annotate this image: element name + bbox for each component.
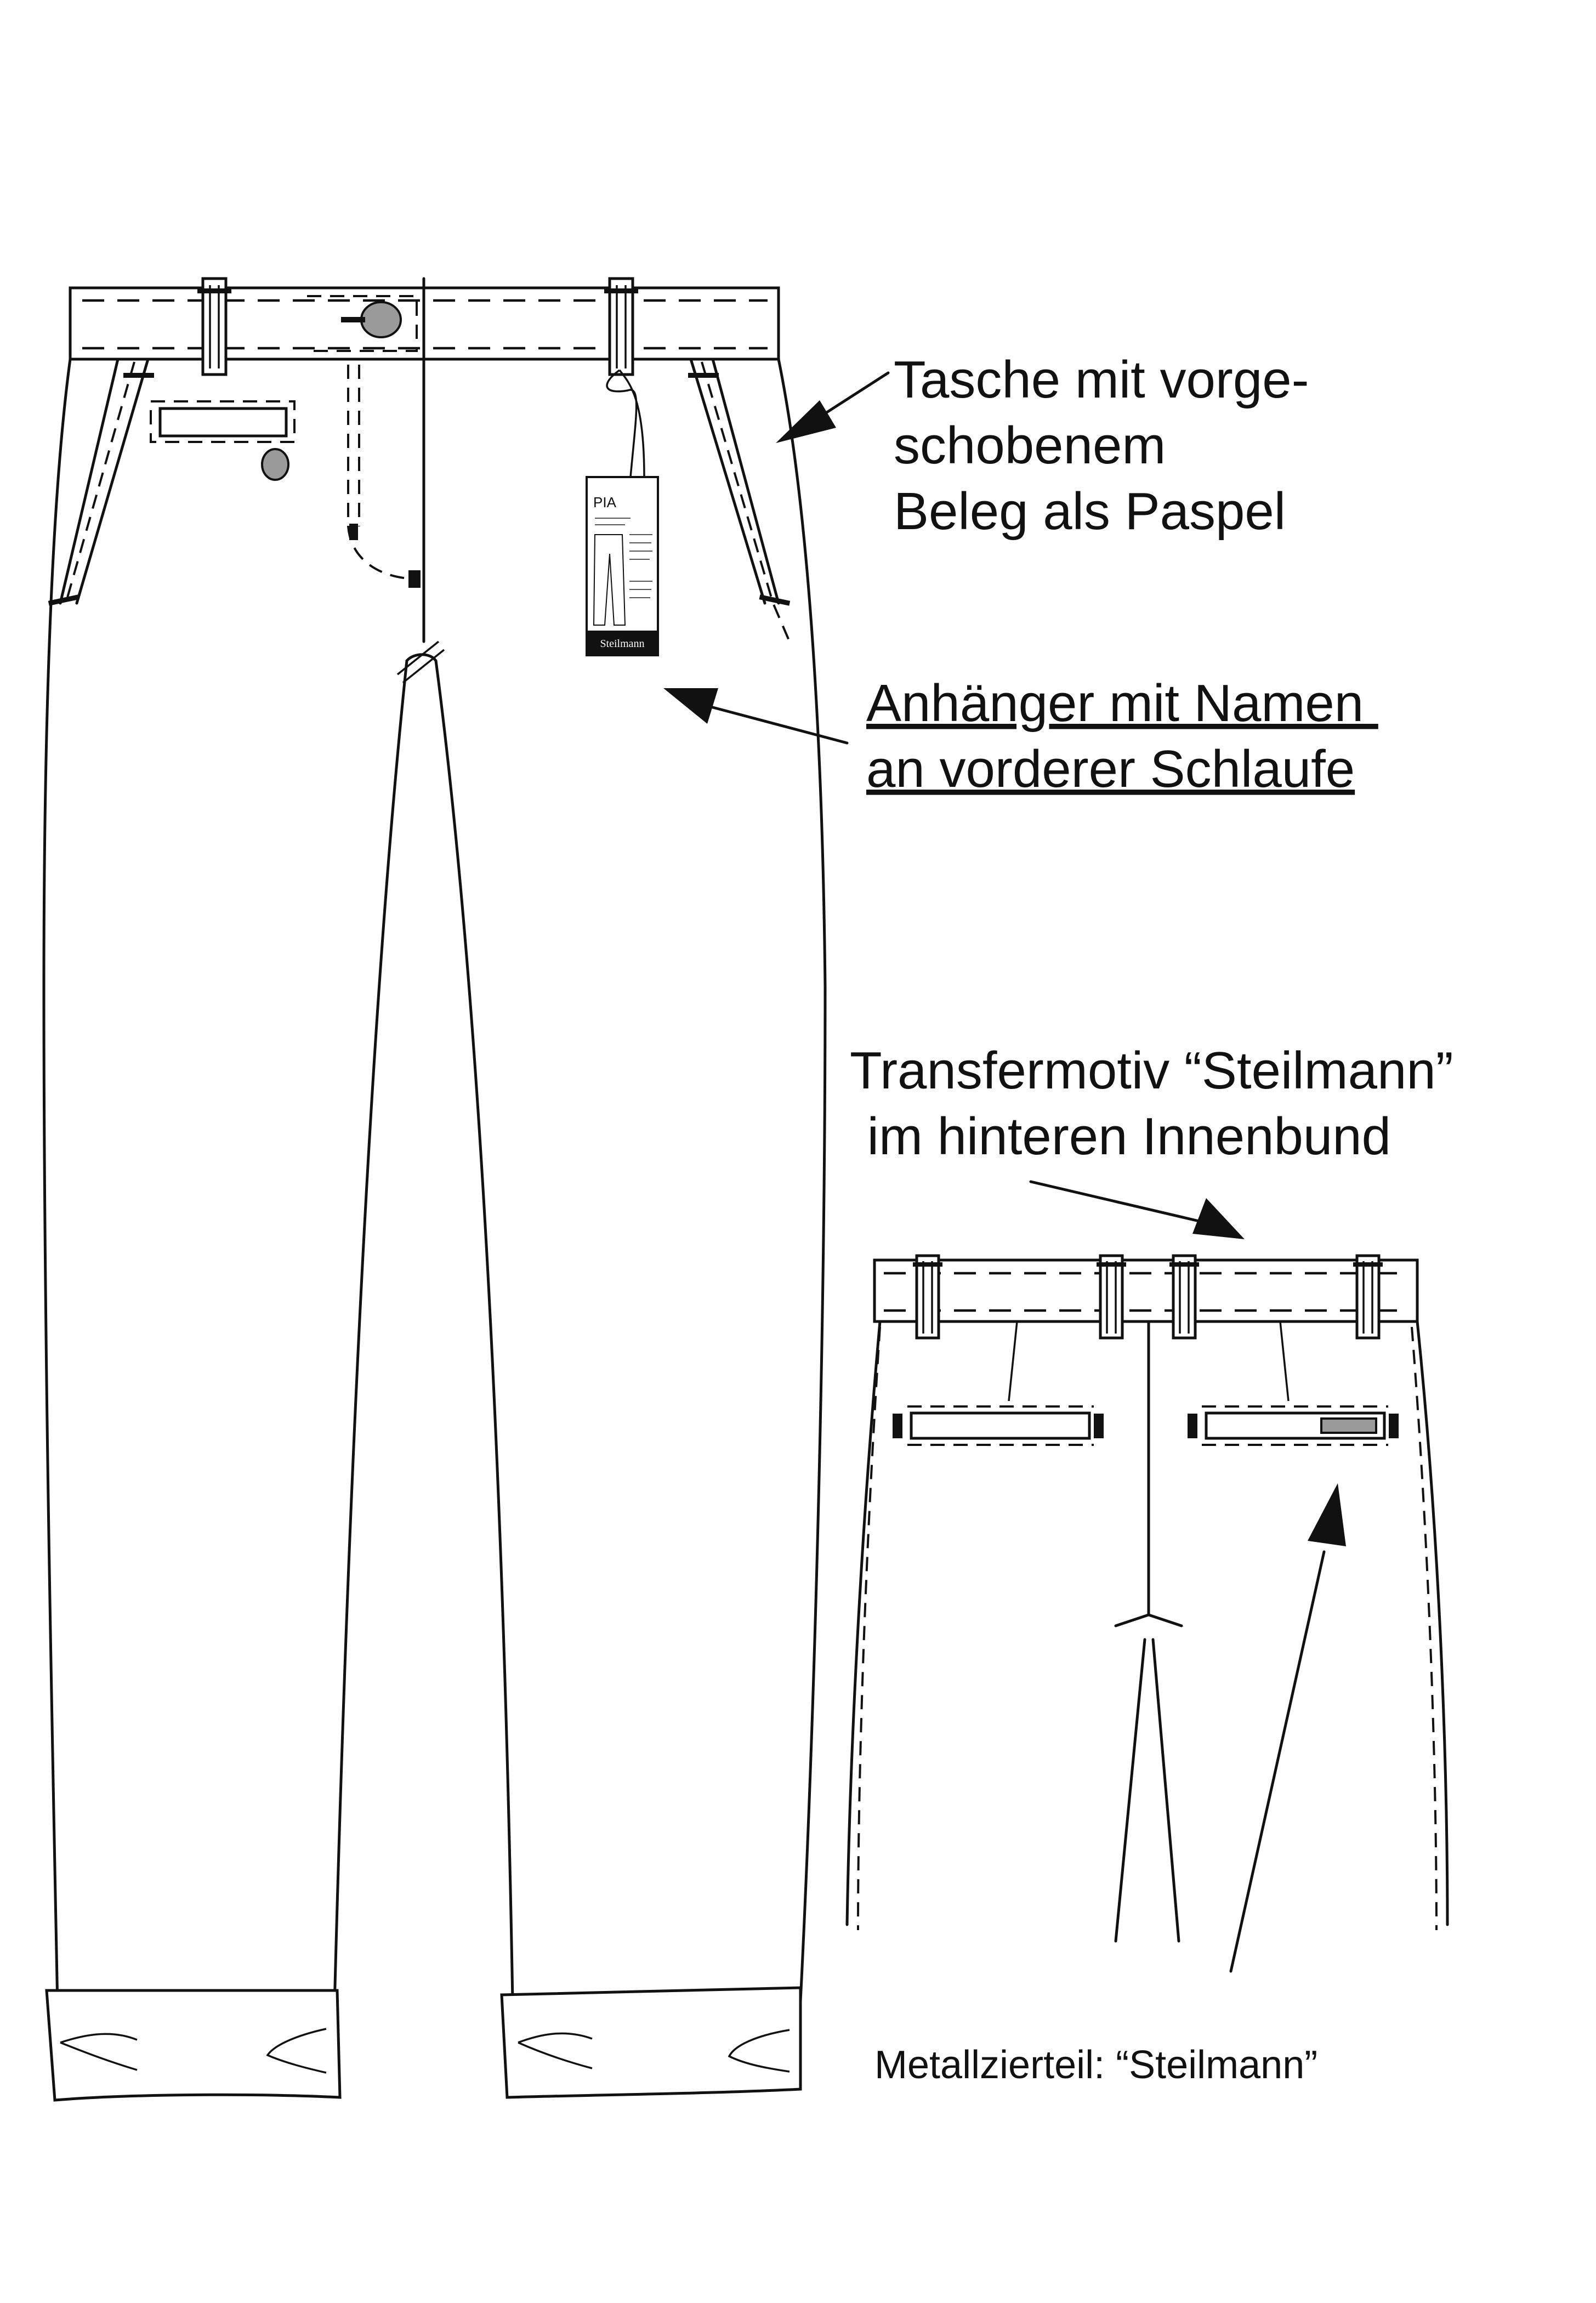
front-right-cuff — [500, 1986, 802, 2099]
metal-leader-line — [1229, 1550, 1326, 1973]
annotation-transfer: Transfermotiv “Steilmann” im hinteren In… — [850, 1041, 1453, 1239]
front-left-inseam — [333, 659, 408, 2009]
front-coin-pocket-welt — [158, 407, 288, 438]
front-right-pocket-bartack-bottom — [759, 594, 791, 606]
back-right-outline — [1416, 1320, 1449, 1926]
pocket-label-line-3: Beleg als Paspel — [894, 482, 1286, 541]
front-left-pocket-stitching — [65, 361, 135, 604]
front-right-inseam — [434, 659, 514, 2003]
annotation-tag: Anhänger mit Namen an vorderer Schlaufe — [663, 674, 1378, 798]
front-view: PIA Steilmann — [42, 277, 827, 2102]
back-belt-loop-4 — [1353, 1254, 1383, 1340]
front-crotch-mark — [396, 640, 445, 684]
front-left-pocket-welt — [75, 358, 150, 605]
transfer-leader-line — [1029, 1180, 1208, 1224]
front-fly-bartack-1 — [349, 524, 358, 540]
front-right-leg-outline — [777, 358, 827, 2003]
back-left-inseam — [1114, 1638, 1146, 1943]
front-belt-loop-right — [604, 277, 638, 376]
front-coin-pocket-button — [261, 448, 289, 481]
hang-tag-string — [606, 369, 645, 478]
front-buttonhole-bar — [341, 317, 365, 322]
front-fly-stitching — [347, 365, 409, 580]
transfer-label-line-1: Transfermotiv “Steilmann” — [850, 1041, 1453, 1100]
tag-leader-line — [711, 706, 849, 745]
annotation-pocket: Tasche mit vorge- schobenem Beleg als Pa… — [776, 350, 1309, 541]
back-belt-loop-3 — [1169, 1254, 1199, 1340]
back-left-outline-stitch — [857, 1326, 881, 1931]
pocket-label-line-1: Tasche mit vorge- — [894, 350, 1309, 409]
hang-tag-text-lines — [595, 518, 652, 598]
annotation-metal: Metallzierteil: “Steilmann” — [874, 1483, 1346, 2087]
front-waistband-button — [360, 301, 402, 338]
front-belt-loop-left — [197, 277, 231, 376]
hang-tag-name: PIA — [593, 494, 617, 510]
hang-tag-pants-sketch — [593, 534, 626, 626]
front-left-cuff — [45, 1989, 342, 2102]
front-left-pocket-opening — [59, 358, 120, 605]
back-left-welt-pocket — [893, 1405, 1104, 1446]
transfer-label-line-2: im hinteren Innenbund — [853, 1107, 1391, 1166]
back-waistband — [873, 1258, 1419, 1323]
back-view — [845, 1254, 1449, 1943]
back-left-dart — [1008, 1321, 1018, 1402]
metal-label: Metallzierteil: “Steilmann” — [874, 2043, 1317, 2087]
tag-label-line-2: an vorderer Schlaufe — [866, 740, 1355, 798]
back-belt-loop-2 — [1097, 1254, 1126, 1340]
back-right-inseam — [1151, 1638, 1180, 1943]
back-right-dart — [1279, 1321, 1290, 1402]
metal-ornament-plate — [1320, 1417, 1377, 1434]
back-belt-loop-1 — [913, 1254, 942, 1340]
hang-tag-brand: Steilmann — [600, 638, 644, 650]
front-right-pocket-welt — [689, 358, 766, 605]
front-fly-tab-stitching — [307, 295, 418, 352]
pocket-arrowhead — [776, 400, 836, 443]
tag-label-line-1: Anhänger mit Namen — [866, 674, 1378, 733]
hang-tag-brand-band — [587, 631, 658, 655]
front-fly-bartack-2 — [408, 570, 421, 588]
back-crotch-mark — [1114, 1613, 1183, 1627]
front-left-pocket-bartack-top — [123, 373, 154, 378]
front-coin-pocket-stitching — [150, 400, 296, 443]
back-right-outline-stitch — [1411, 1326, 1438, 1931]
back-right-welt-pocket — [1188, 1405, 1399, 1446]
front-right-pocket-bartack-top — [688, 373, 719, 378]
front-right-pocket-stitching — [701, 361, 791, 642]
front-left-leg-outline — [42, 358, 72, 2009]
front-right-pocket-opening — [711, 358, 780, 605]
tag-arrowhead — [663, 688, 718, 724]
back-left-outline — [845, 1320, 882, 1926]
metal-arrowhead — [1308, 1483, 1346, 1546]
hang-tag: PIA Steilmann — [586, 369, 659, 656]
pocket-label-line-2: schobenem — [894, 416, 1166, 475]
transfer-arrowhead — [1192, 1198, 1245, 1239]
front-left-pocket-bartack-bottom — [48, 594, 79, 606]
